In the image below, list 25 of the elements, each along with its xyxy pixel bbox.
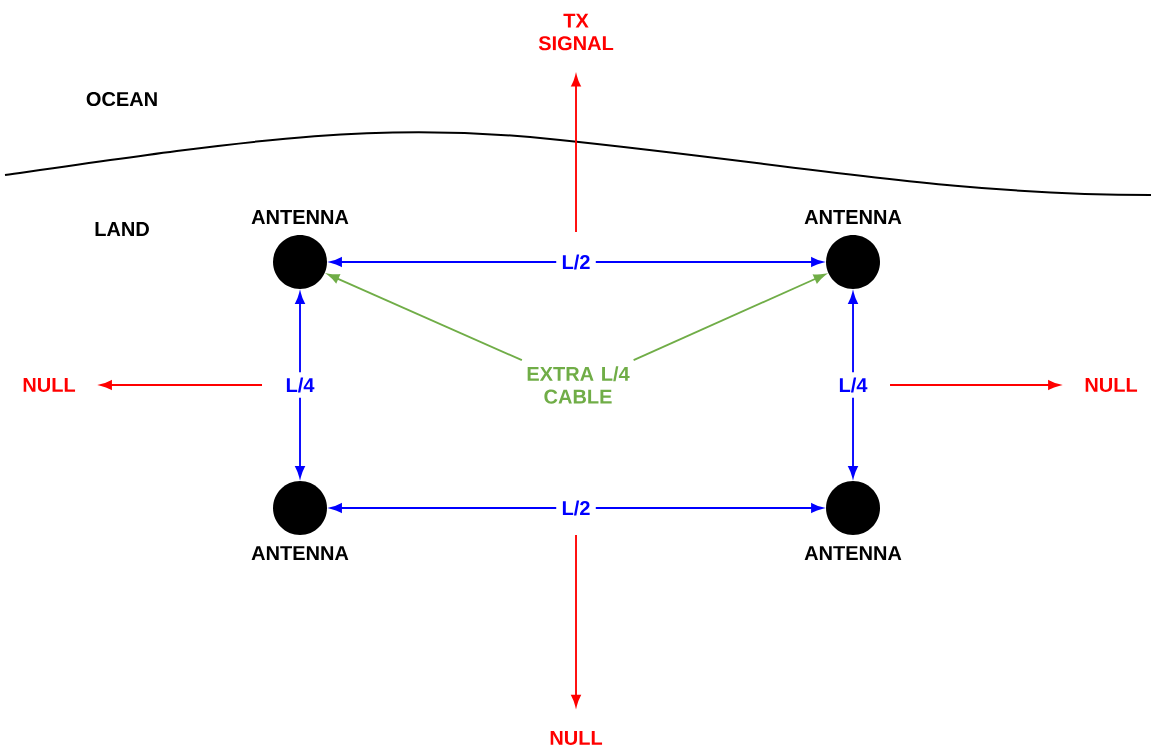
arrow — [295, 292, 305, 478]
arrow — [632, 273, 826, 362]
edge-label: L/4 — [833, 372, 873, 398]
signal-label: NULL — [550, 731, 603, 745]
cable-label: EXTRA L/4 CABLE — [527, 366, 630, 404]
antenna-label: ANTENNA — [804, 546, 902, 560]
region-label: OCEAN — [86, 91, 157, 107]
edge-label: L/4 — [280, 372, 320, 398]
edge-label: L/2 — [556, 249, 596, 275]
signal-label: NULL — [23, 378, 76, 392]
arrow — [848, 292, 858, 478]
arrow — [571, 534, 581, 707]
arrow — [571, 74, 581, 233]
antenna-label: ANTENNA — [251, 210, 349, 224]
signal-label: NULL — [1085, 378, 1138, 392]
edge-label: L/2 — [556, 495, 596, 521]
arrow — [330, 503, 823, 513]
arrow — [327, 273, 523, 362]
antenna-label: ANTENNA — [251, 546, 349, 560]
antenna-label: ANTENNA — [804, 210, 902, 224]
signal-label: TX SIGNAL — [538, 13, 614, 51]
arrow — [330, 257, 823, 267]
arrow — [889, 380, 1060, 390]
region-label: LAND — [95, 222, 149, 236]
arrow — [100, 380, 263, 390]
